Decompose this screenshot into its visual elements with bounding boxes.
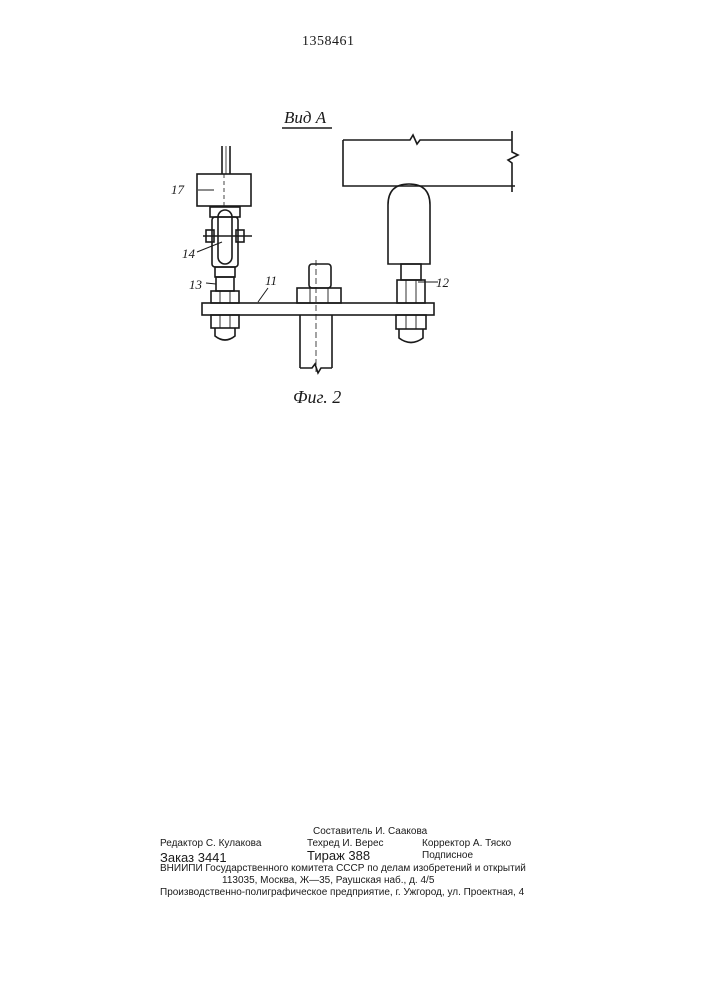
leader-11	[258, 288, 268, 302]
organization: ВНИИПИ Государственного комитета СССР по…	[160, 863, 526, 874]
label-12: 12	[436, 275, 450, 290]
view-label: Вид А	[284, 108, 327, 127]
clevis-neck	[215, 267, 235, 277]
corrector: Корректор А. Тяско	[422, 838, 511, 849]
crossbar-11	[202, 303, 434, 315]
clevis-top	[210, 207, 240, 217]
publication-imprint: Составитель И. Саакова Редактор С. Кулак…	[160, 826, 560, 936]
label-13: 13	[189, 277, 203, 292]
stud-12	[401, 264, 421, 280]
center-nut	[297, 288, 341, 303]
buffer-12-head	[388, 184, 430, 264]
subscription: Подписное	[422, 850, 473, 861]
clevis-body	[212, 217, 238, 267]
label-11: 11	[265, 273, 277, 288]
stud-12-end	[399, 329, 423, 343]
printer: Производственно-полиграфическое предприя…	[160, 887, 524, 898]
stud-13-end	[215, 328, 235, 340]
overhead-beam	[343, 140, 515, 186]
figure-caption: Фиг. 2	[293, 387, 341, 407]
compiler: Составитель И. Саакова	[313, 826, 427, 837]
nut-12-top	[397, 280, 425, 303]
label-14: 14	[182, 246, 196, 261]
leader-13	[206, 283, 216, 284]
label-17: 17	[171, 182, 185, 197]
beam-top-break	[343, 135, 512, 144]
address: 113035, Москва, Ж—35, Раушская наб., д. …	[222, 875, 434, 886]
circulation: Тираж 388	[307, 848, 370, 863]
nut-13-top	[211, 291, 239, 303]
nut-13-bottom	[211, 315, 239, 328]
stud-13	[216, 277, 234, 291]
nut-12-bottom	[396, 315, 426, 329]
center-post-top	[309, 264, 331, 288]
roller-14	[218, 210, 232, 264]
editor: Редактор С. Кулакова	[160, 838, 261, 849]
